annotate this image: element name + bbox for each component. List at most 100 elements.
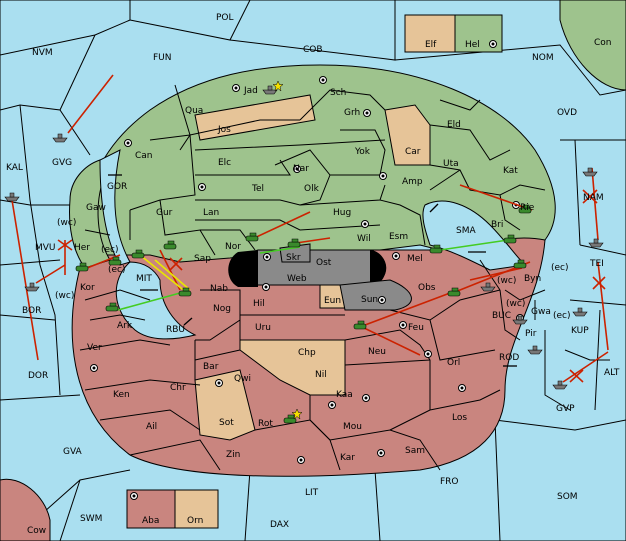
sea-sma[interactable] — [422, 200, 527, 271]
label-ovd: OVD — [557, 108, 577, 118]
label-gor: GOR — [107, 182, 127, 192]
label-rod: ROD — [499, 353, 519, 363]
fleet-unit — [588, 238, 604, 248]
two-way-arrows — [108, 174, 517, 367]
label-web: Web — [287, 274, 307, 284]
label-car: Car — [405, 147, 421, 157]
label-fun: FUN — [153, 53, 172, 63]
label-kor: Kor — [80, 283, 95, 293]
label-her: Her — [74, 243, 90, 253]
label-sam: Sam — [405, 446, 425, 456]
label-con: Con — [594, 38, 612, 48]
star-icon — [291, 408, 303, 420]
region-orn[interactable] — [174, 489, 219, 529]
coast-tag-kor-ec: (ec) — [108, 265, 126, 275]
support-lines — [117, 239, 509, 311]
region-gaw[interactable] — [69, 159, 111, 269]
label-nab: Nab — [210, 284, 228, 294]
fleet-unit — [262, 85, 278, 95]
label-hel: Hel — [465, 40, 480, 50]
label-som: SOM — [557, 492, 578, 502]
label-lit: LIT — [305, 488, 319, 498]
label-eun: Eun — [324, 296, 341, 306]
region-sun[interactable] — [339, 279, 412, 311]
region-jos[interactable] — [194, 94, 316, 141]
label-ark: Ark — [117, 321, 133, 331]
label-nom: NOM — [532, 53, 554, 63]
label-kaa: Kaa — [336, 390, 353, 400]
label-tel: Tel — [251, 184, 264, 194]
label-bri: Bri — [491, 220, 503, 230]
label-jos: Jos — [217, 125, 231, 135]
units — [4, 80, 604, 424]
label-obs: Obs — [418, 283, 436, 293]
region-cow[interactable] — [0, 478, 51, 541]
label-chp: Chp — [298, 348, 316, 358]
label-gva: GVA — [63, 447, 83, 457]
label-kat: Kat — [503, 166, 518, 176]
label-chr: Chr — [170, 383, 186, 393]
label-cob: COB — [303, 45, 323, 55]
label-mvu: MVU — [35, 243, 56, 253]
red-region-labels: Kor Nab Hil Nog Ark Ver Uru Feu Obs Byn … — [80, 254, 551, 526]
impassable-right — [370, 250, 386, 287]
label-elc: Elc — [218, 158, 231, 168]
fleet-unit — [582, 167, 598, 177]
army-unit — [429, 244, 443, 254]
grey-region-labels: Skr Ost Web Sun — [286, 253, 378, 305]
label-mit: MIT — [136, 274, 152, 284]
green-region-labels: Jad Sch Qua Grh Eld Can Elc Nar Yok Uta … — [74, 40, 535, 264]
coast-tags: (wc) (ec) (ec) (wc) (wc) (ec) (wc) (ec) — [55, 218, 571, 321]
label-jad: Jad — [243, 86, 258, 96]
neutral-region-labels: Jos Car Elf Chp Nil Sot Eun Orn — [187, 40, 437, 526]
impassable-left — [228, 250, 258, 287]
army-unit — [518, 204, 532, 214]
label-eld: Eld — [447, 120, 461, 130]
label-cow: Cow — [27, 526, 46, 536]
star-icon — [272, 80, 284, 92]
label-alt: ALT — [604, 368, 620, 378]
label-kup: KUP — [571, 326, 589, 336]
green-borders — [84, 84, 546, 256]
label-aba: Aba — [142, 516, 159, 526]
coast-tag-gwa-ec: (ec) — [553, 311, 571, 321]
region-car[interactable] — [384, 104, 431, 166]
army-unit — [447, 287, 461, 297]
label-sun: Sun — [361, 295, 378, 305]
sea-gor[interactable] — [99, 149, 131, 266]
label-sma: SMA — [456, 226, 476, 236]
label-dor: DOR — [28, 371, 48, 381]
label-mel: Mel — [407, 254, 423, 264]
fleet-unit — [24, 282, 40, 292]
label-neu: Neu — [368, 347, 386, 357]
army-unit — [245, 232, 259, 242]
fleet-unit — [572, 307, 588, 317]
label-buc: BUC — [492, 311, 511, 321]
fleet-unit — [52, 133, 68, 143]
army-unit — [178, 287, 192, 297]
label-dax: DAX — [270, 520, 289, 530]
label-gaw: Gaw — [86, 203, 106, 213]
label-gvg: GVG — [52, 158, 72, 168]
label-nor: Nor — [225, 242, 241, 252]
region-sot[interactable] — [194, 369, 256, 441]
label-lan: Lan — [203, 208, 219, 218]
red-borders — [79, 259, 546, 471]
label-can: Can — [135, 151, 153, 161]
label-swm: SWM — [80, 514, 102, 524]
label-sch: Sch — [330, 88, 346, 98]
label-nam: NAM — [583, 193, 604, 203]
fleet-unit — [512, 315, 528, 325]
label-skr: Skr — [286, 253, 301, 263]
label-hil: Hil — [253, 299, 265, 309]
label-kal: KAL — [6, 163, 23, 173]
label-zin: Zin — [226, 450, 240, 460]
label-ost: Ost — [316, 258, 332, 268]
label-kar: Kar — [340, 453, 355, 463]
label-orn: Orn — [187, 516, 203, 526]
label-sot: Sot — [219, 418, 234, 428]
label-rie: Rie — [520, 203, 535, 213]
coast-tag-her-wc: (wc) — [57, 218, 76, 228]
